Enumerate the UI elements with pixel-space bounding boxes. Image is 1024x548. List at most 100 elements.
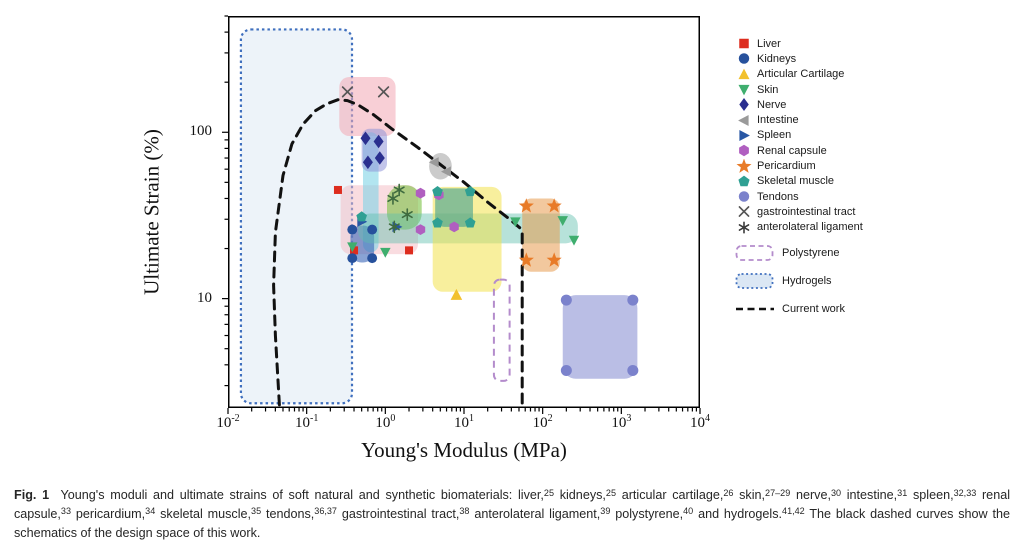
legend-label: Nerve <box>757 98 787 111</box>
articular-cartilage-marker-icon <box>735 67 753 82</box>
x-axis-ticks: 10-2 10-1 100 101 102 103 104 <box>216 413 710 435</box>
marker-series-intestine <box>428 157 451 177</box>
x-tick-label: 100 <box>375 413 396 431</box>
marker-liver <box>333 185 342 194</box>
marker-skin <box>510 217 521 228</box>
legend-label: Hydrogels <box>782 275 832 288</box>
caption-reference: 25 <box>605 487 617 498</box>
marker-tendons <box>560 364 572 376</box>
legend-label: gastrointestinal tract <box>757 205 856 218</box>
marker-series-skin <box>347 216 580 258</box>
caption-text: kidneys, <box>554 488 606 502</box>
marker-pericardium <box>518 198 534 213</box>
caption-text: tendons, <box>261 506 315 521</box>
region-gastrointestinal-tract <box>339 76 396 136</box>
caption-text: anterolateral ligament, <box>469 506 601 521</box>
legend-label: Liver <box>757 37 781 50</box>
plot-frame <box>228 16 700 408</box>
marker-nerve <box>739 98 749 112</box>
intestine-marker-icon <box>735 113 753 128</box>
region-polystyrene <box>492 278 511 382</box>
marker-gastrointestinal-tract <box>738 206 750 218</box>
marker-nerve <box>362 155 373 170</box>
legend-label: Spleen <box>757 129 792 142</box>
caption-reference: 31 <box>897 487 908 498</box>
caption-reference: 26 <box>723 487 734 498</box>
hydrogels-swatch-icon <box>735 272 777 290</box>
legend-item-current-work: Current work <box>735 300 863 319</box>
caption-text: renal capsule, <box>14 488 1010 521</box>
kidneys-marker-icon <box>735 51 753 66</box>
caption-reference: 33 <box>60 506 72 517</box>
skin-marker-icon <box>735 82 753 97</box>
legend-item-gastrointestinal-tract: gastrointestinal tract <box>735 204 863 219</box>
spleen-marker-icon <box>735 128 753 143</box>
caption-text: and hydrogels. <box>693 506 783 521</box>
figure-caption: Fig. 1 Young's moduli and ultimate strai… <box>14 486 1010 543</box>
x-tick-label: 103 <box>611 413 632 431</box>
x-tick-label: 104 <box>690 413 710 431</box>
legend-item-skin: Skin <box>735 82 863 97</box>
caption-text: nerve, <box>790 488 831 502</box>
marker-renal-capsule <box>739 145 749 157</box>
marker-kidneys <box>347 224 358 235</box>
liver-marker-icon <box>735 36 753 51</box>
marker-series-tendons <box>560 294 639 376</box>
legend-item-nerve: Nerve <box>735 97 863 112</box>
caption-reference: 41,42 <box>782 506 805 517</box>
caption-reference: 34 <box>145 506 156 517</box>
marker-anterolateral-ligament <box>393 186 405 194</box>
skeletal-muscle-marker-icon <box>735 174 753 189</box>
marker-pericardium <box>546 198 562 213</box>
legend-label: Kidneys <box>757 52 797 65</box>
marker-intestine <box>738 114 749 126</box>
marker-anterolateral-ligament <box>738 223 750 231</box>
marker-anterolateral-ligament <box>401 211 413 219</box>
marker-series-articular-cartilage <box>450 288 463 300</box>
marker-anterolateral-ligament <box>387 194 399 203</box>
x-tick-label: 10-1 <box>294 413 319 431</box>
nerve-marker-icon <box>735 97 753 112</box>
legend-item-anterolateral-ligament: anterolateral ligament <box>735 220 863 235</box>
legend-item-tendons: Tendons <box>735 189 863 204</box>
marker-renal-capsule <box>449 221 459 233</box>
x-tick-label: 10-2 <box>216 413 240 431</box>
legend-item-liver: Liver <box>735 36 863 51</box>
legend-label: Skeletal muscle <box>757 175 835 188</box>
marker-spleen <box>739 129 750 141</box>
legend-label: Intestine <box>757 114 799 127</box>
caption-reference: 30 <box>830 487 842 498</box>
marker-skeletal-muscle <box>356 211 367 222</box>
x-tick-label: 101 <box>454 413 474 431</box>
marker-kidneys <box>347 253 358 264</box>
marker-anterolateral-ligament <box>388 223 400 231</box>
x-tick-label: 102 <box>532 413 553 431</box>
caption-text: skin, <box>733 488 766 502</box>
x-axis-title: Young's Modulus (MPa) <box>361 438 567 462</box>
marker-kidneys <box>367 253 378 264</box>
caption-reference: 39 <box>600 506 611 517</box>
marker-renal-capsule <box>415 187 426 199</box>
marker-skin <box>557 216 568 226</box>
marker-intestine <box>441 166 451 177</box>
marker-skin <box>347 242 358 253</box>
legend-item-spleen: Spleen <box>735 128 863 143</box>
marker-skin <box>738 84 750 96</box>
caption-reference: 40 <box>683 506 694 517</box>
caption-reference: 38 <box>459 506 470 517</box>
marker-pericardium <box>518 252 534 267</box>
caption-reference: 32,33 <box>953 487 977 498</box>
marker-skin <box>380 247 391 258</box>
legend-item-intestine: Intestine <box>735 112 863 127</box>
caption-text: intestine, <box>841 488 898 502</box>
plot-area <box>222 15 701 414</box>
marker-series-kidneys <box>347 224 378 264</box>
marker-renal-capsule <box>415 224 426 235</box>
marker-series-skeletal-muscle <box>356 186 476 228</box>
region-hydrogels <box>239 28 354 405</box>
marker-gastrointestinal-tract <box>341 86 354 98</box>
marker-skeletal-muscle <box>738 175 750 187</box>
legend-item-pericardium: Pericardium <box>735 158 863 173</box>
marker-liver <box>739 38 749 49</box>
